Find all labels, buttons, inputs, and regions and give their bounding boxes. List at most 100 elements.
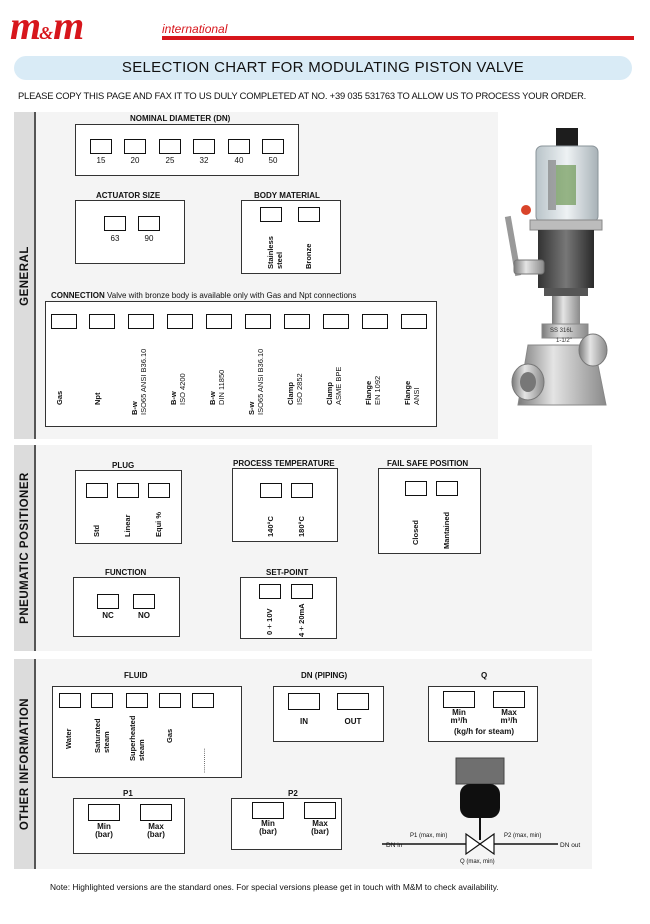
fluid-water-checkbox[interactable] xyxy=(59,693,81,708)
dn-20-checkbox[interactable] xyxy=(124,139,146,154)
q-min-field[interactable] xyxy=(443,691,475,708)
dn-40-checkbox[interactable] xyxy=(228,139,250,154)
connection-bw-din-checkbox[interactable] xyxy=(206,314,232,329)
connection-npt-checkbox[interactable] xyxy=(89,314,115,329)
section-general: GENERAL xyxy=(14,112,36,439)
connection-flange-en-checkbox[interactable] xyxy=(362,314,388,329)
setpoint-4-20ma-checkbox[interactable] xyxy=(291,584,313,599)
failsafe-closed-checkbox[interactable] xyxy=(405,481,427,496)
valve-flow-diagram: P1 (max, min) P2 (max, min) DN in DN out… xyxy=(382,757,580,865)
setpoint-0-10v-checkbox[interactable] xyxy=(259,584,281,599)
p2-min-label: Min(bar) xyxy=(259,819,277,836)
plug-equi-checkbox[interactable] xyxy=(148,483,170,498)
function-title: FUNCTION xyxy=(105,568,147,577)
section-other-label: OTHER INFORMATION xyxy=(19,697,32,831)
p2-max-label: Max(bar) xyxy=(311,819,329,836)
indicator-icon xyxy=(521,205,531,215)
connection-bw-iso4200-checkbox[interactable] xyxy=(167,314,193,329)
dn-50-checkbox[interactable] xyxy=(262,139,284,154)
actuator-63-checkbox[interactable] xyxy=(104,216,126,231)
p2-max-field[interactable] xyxy=(304,802,336,819)
temp-180-label: 180°C xyxy=(297,516,306,537)
material-stainless-label: Stainless steel xyxy=(266,236,284,269)
dn-32-checkbox[interactable] xyxy=(193,139,215,154)
failsafe-maintained-label: Mantained xyxy=(442,511,451,549)
fluid-gas-checkbox[interactable] xyxy=(159,693,181,708)
function-no-checkbox[interactable] xyxy=(133,594,155,609)
dn-32-label: 32 xyxy=(199,156,209,165)
fail-safe-box: Closed Mantained xyxy=(378,468,481,554)
connection-gas-checkbox[interactable] xyxy=(51,314,77,329)
connection-gas-label: Gas xyxy=(55,390,64,405)
temp-140-checkbox[interactable] xyxy=(260,483,282,498)
actuator-90-checkbox[interactable] xyxy=(138,216,160,231)
material-bronze-checkbox[interactable] xyxy=(298,207,320,222)
dn-40-label: 40 xyxy=(234,156,244,165)
q-max-field[interactable] xyxy=(493,691,525,708)
dn-piping-in-field[interactable] xyxy=(288,693,320,710)
plug-box: Std Linear Equi % xyxy=(75,470,182,544)
p2-box: Min(bar) Max(bar) xyxy=(231,798,342,850)
fluid-saturated-checkbox[interactable] xyxy=(91,693,113,708)
dn-piping-out-field[interactable] xyxy=(337,693,369,710)
p1-max-field[interactable] xyxy=(140,804,172,821)
dn-25-label: 25 xyxy=(165,156,175,165)
plug-std-checkbox[interactable] xyxy=(86,483,108,498)
fluid-other-checkbox[interactable] xyxy=(192,693,214,708)
setpoint-4-20ma-label: 4÷20mA xyxy=(297,603,306,637)
plug-linear-checkbox[interactable] xyxy=(117,483,139,498)
footer-note: Note: Highlighted versions are the stand… xyxy=(50,882,499,892)
connection-header: CONNECTION Valve with bronze body is ava… xyxy=(51,291,356,300)
p1-max-label: Max(bar) xyxy=(147,822,165,839)
p2-min-field[interactable] xyxy=(252,802,284,819)
function-nc-checkbox[interactable] xyxy=(97,594,119,609)
connection-sw-iso65-checkbox[interactable] xyxy=(245,314,271,329)
actuator-head-icon xyxy=(455,757,505,785)
page-title: SELECTION CHART FOR MODULATING PISTON VA… xyxy=(14,56,632,80)
connection-clamp-asme-checkbox[interactable] xyxy=(323,314,349,329)
fax-instruction: PLEASE COPY THIS PAGE AND FAX IT TO US D… xyxy=(18,90,587,101)
fluid-superheated-label: Superheated steam xyxy=(128,715,146,761)
logo-letter-m-2: m xyxy=(53,3,84,48)
valve-marking-size: 1-1/2" xyxy=(556,338,572,344)
actuator-size-title: ACTUATOR SIZE xyxy=(96,191,161,200)
section-general-label: GENERAL xyxy=(19,245,32,306)
dn-15-checkbox[interactable] xyxy=(90,139,112,154)
temp-140-label: 140°C xyxy=(266,516,275,537)
fluid-gas-label: Gas xyxy=(165,728,174,743)
logo-subtitle: international xyxy=(162,22,228,36)
connection-bw-iso65-checkbox[interactable] xyxy=(128,314,154,329)
dn-25-checkbox[interactable] xyxy=(159,139,181,154)
failsafe-closed-label: Closed xyxy=(411,519,420,545)
logo-letter-m: m xyxy=(10,3,41,48)
connection-clamp-iso-checkbox[interactable] xyxy=(284,314,310,329)
material-stainless-checkbox[interactable] xyxy=(260,207,282,222)
actuator-body-icon xyxy=(460,784,500,818)
temp-180-checkbox[interactable] xyxy=(291,483,313,498)
process-temperature-box: 140°C 180°C xyxy=(232,468,338,542)
plug-linear-label: Linear xyxy=(123,514,132,537)
process-temperature-title: PROCESS TEMPERATURE xyxy=(233,459,335,468)
set-point-title: SET-POINT xyxy=(266,568,309,577)
fluid-other-field[interactable]: ............ xyxy=(198,747,207,773)
fail-safe-title: FAIL SAFE POSITION xyxy=(387,459,469,468)
p1-title: P1 xyxy=(123,789,133,798)
failsafe-maintained-checkbox[interactable] xyxy=(436,481,458,496)
q-title: Q xyxy=(481,671,488,680)
actuator-90-label: 90 xyxy=(144,234,154,243)
actuator-63-label: 63 xyxy=(110,234,120,243)
nominal-diameter-title: NOMINAL DIAMETER (DN) xyxy=(130,114,231,123)
fluid-superheated-checkbox[interactable] xyxy=(126,693,148,708)
connection-title: CONNECTION xyxy=(51,291,105,300)
connection-flange-ansi-checkbox[interactable] xyxy=(401,314,427,329)
section-pneumatic-label: PNEUMATIC POSITIONER xyxy=(19,472,32,624)
dn-50-label: 50 xyxy=(268,156,278,165)
diagram-dn-out-label: DN out xyxy=(560,842,580,849)
p1-min-field[interactable] xyxy=(88,804,120,821)
dn-piping-box: IN OUT xyxy=(273,686,384,742)
